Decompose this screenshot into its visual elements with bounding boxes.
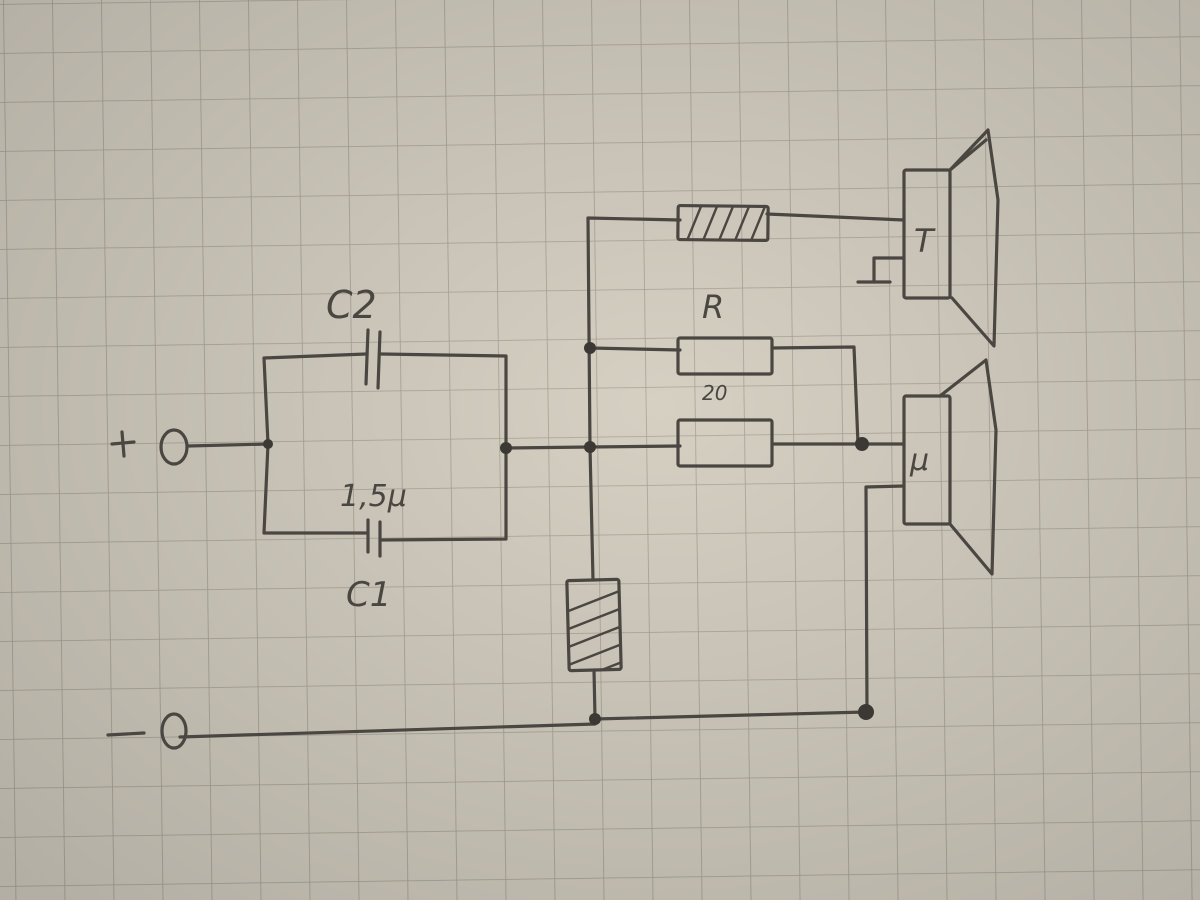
capacitor-c2 <box>364 328 382 390</box>
resistor-tweeter-hatched <box>676 203 770 243</box>
resistor-r <box>676 336 774 376</box>
label-r: R <box>702 288 724 326</box>
capacitor-c1 <box>366 518 382 558</box>
midrange-speaker <box>902 358 998 576</box>
label-tweeter-mark: T <box>914 222 936 260</box>
resistor-series <box>676 418 774 468</box>
label-c1-value: 1,5μ <box>340 479 407 514</box>
label-c2: C2 <box>326 283 377 327</box>
tweeter-speaker <box>902 128 1000 348</box>
wires <box>178 212 906 739</box>
label-r-value: 20 <box>702 381 727 405</box>
minus-terminal <box>106 712 188 750</box>
label-midrange-mark: μ <box>909 443 929 478</box>
resistor-shunt-hatched <box>565 577 623 673</box>
label-c1: C1 <box>346 575 391 615</box>
junction-dots <box>263 342 874 725</box>
